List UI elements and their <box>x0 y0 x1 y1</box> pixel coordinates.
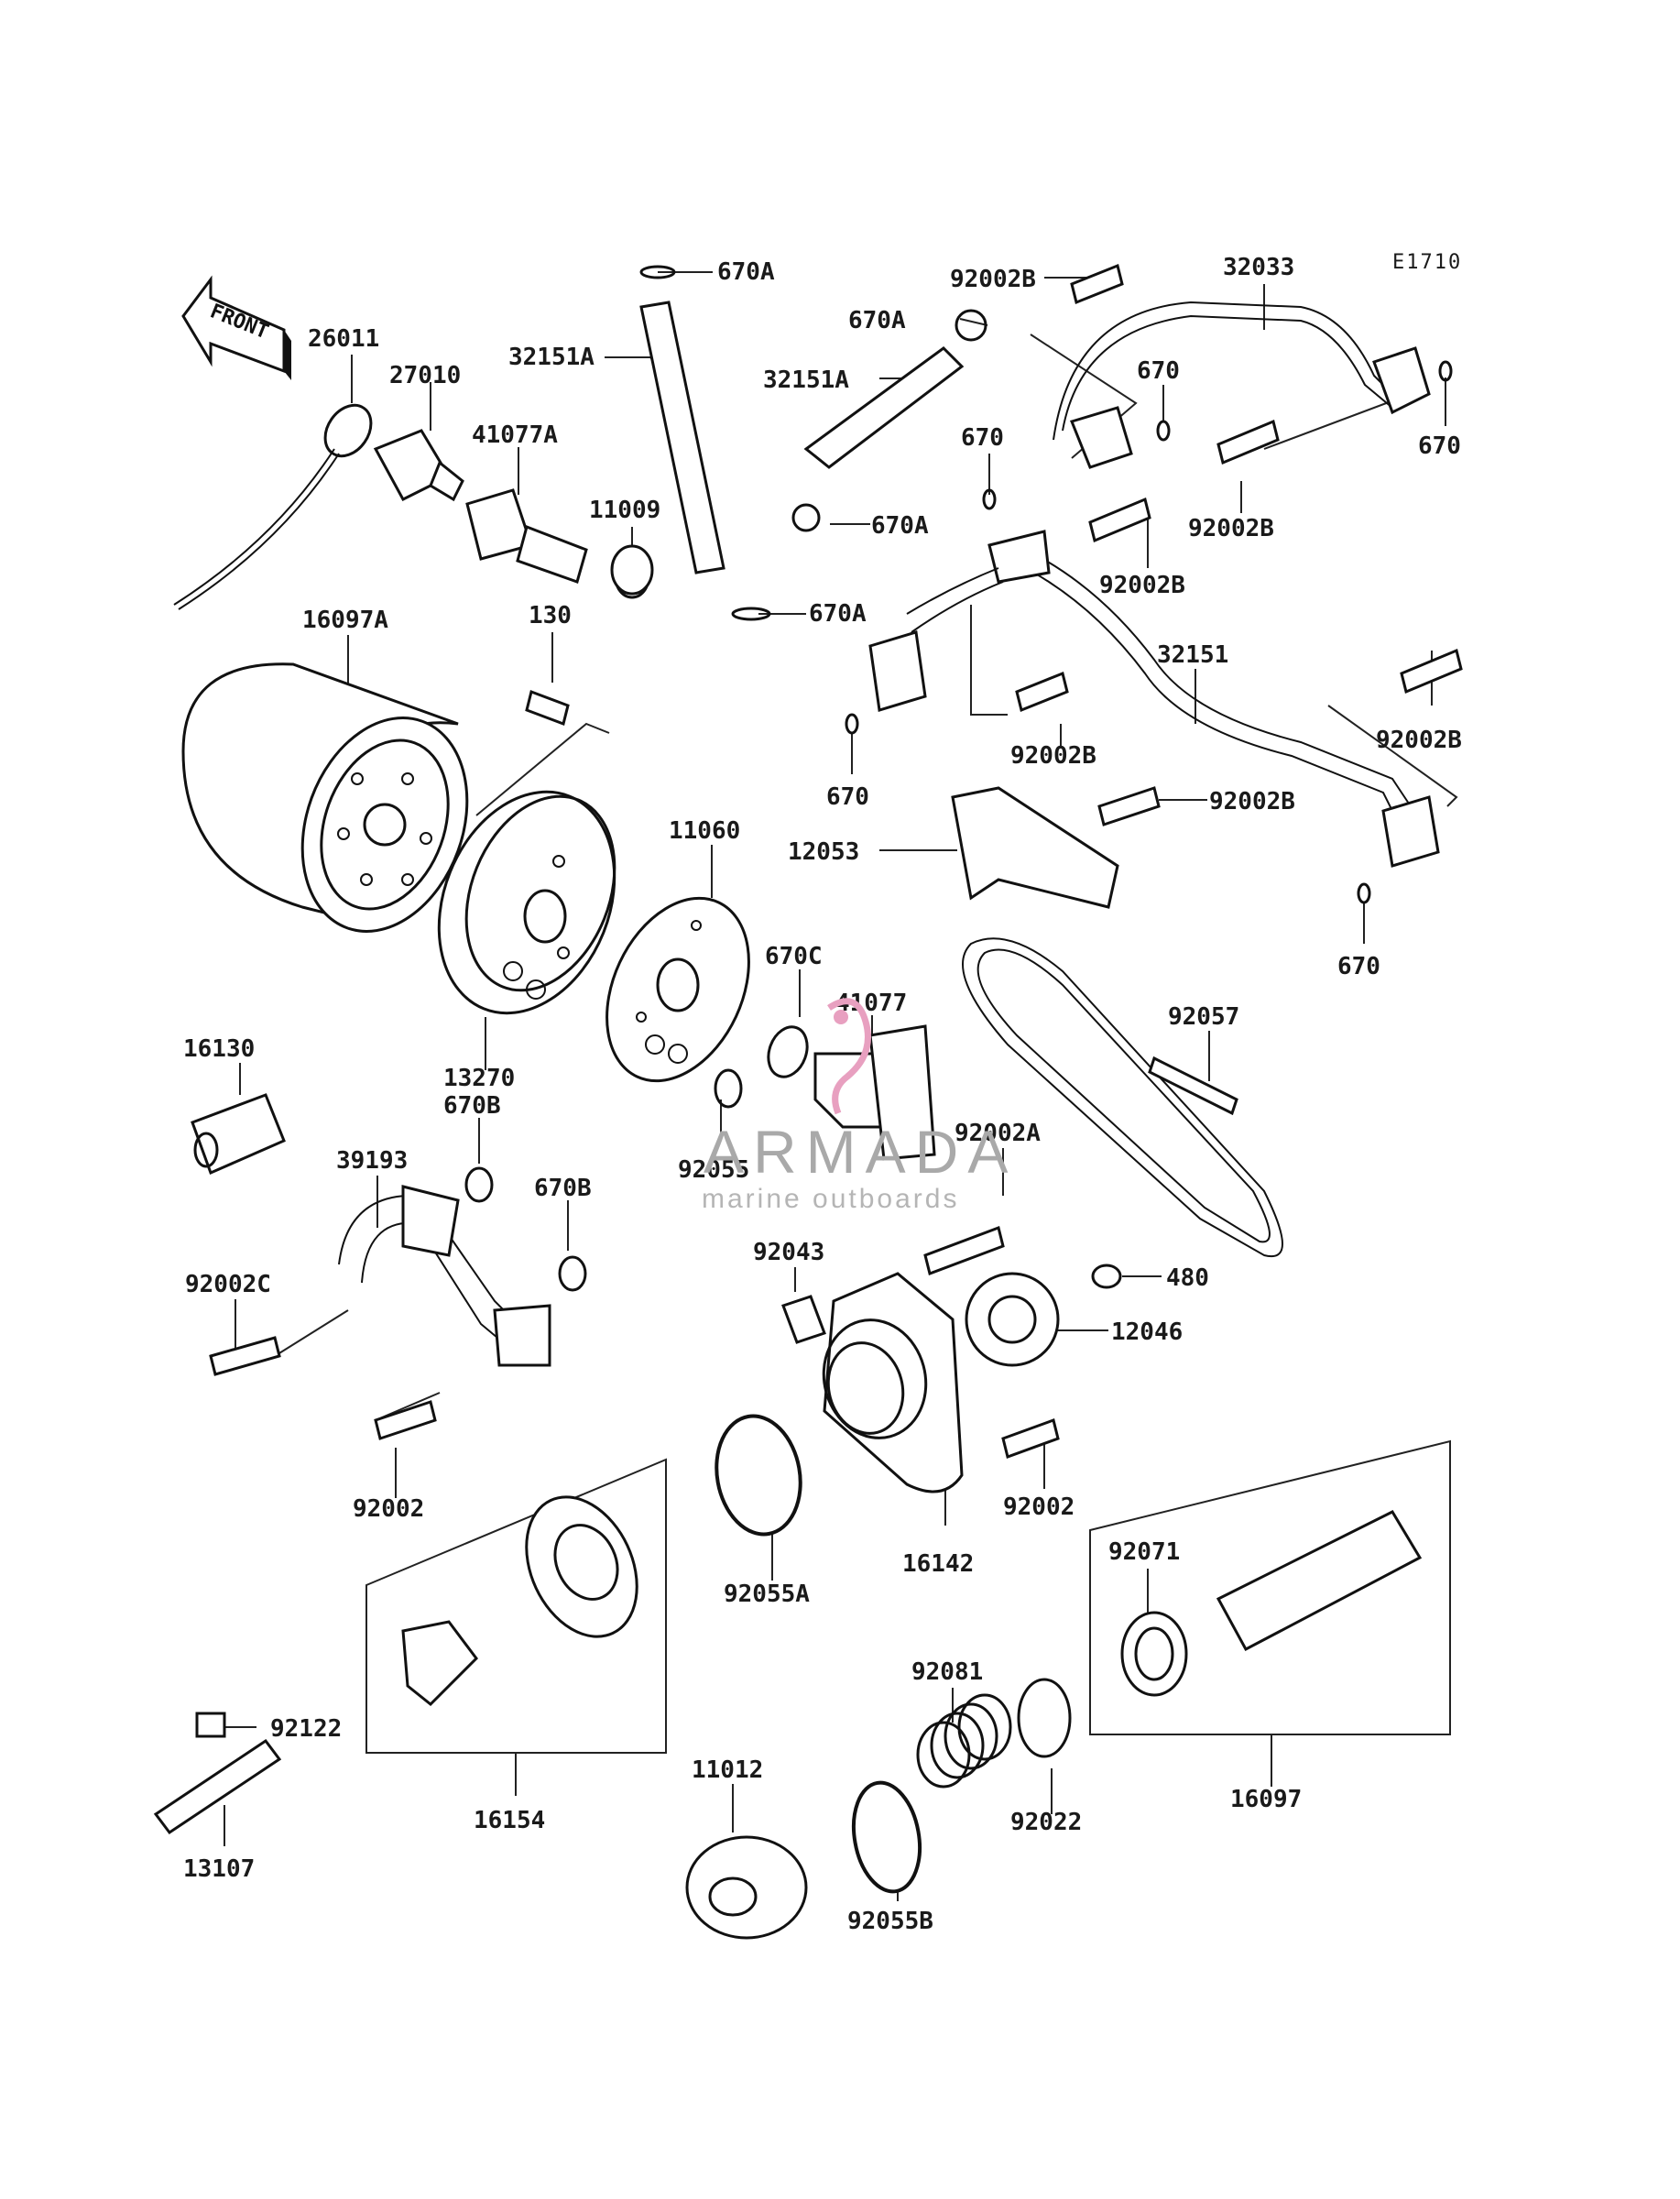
part-label: 39193 <box>336 1147 408 1175</box>
part-label: 11012 <box>692 1756 763 1784</box>
part-label: 32151A <box>508 344 595 371</box>
part-label: 11009 <box>589 497 660 524</box>
part-label: 13107 <box>183 1855 255 1883</box>
part-label: 92081 <box>911 1658 983 1686</box>
part-label: 670 <box>1137 357 1180 385</box>
part-label: 92002B <box>1010 742 1096 770</box>
plate-icon <box>437 790 616 1015</box>
pressure-switch-icon <box>173 403 464 610</box>
part-label: 130 <box>529 602 572 629</box>
part-label: 92055B <box>847 1908 933 1935</box>
part-label: 670B <box>443 1092 501 1120</box>
oil-screen-icon <box>1120 1510 1423 1697</box>
part-label: 41077A <box>472 421 558 449</box>
part-label: 670A <box>871 512 929 540</box>
part-label: 16142 <box>902 1550 974 1578</box>
part-label: 92002B <box>1188 515 1274 542</box>
part-label: 11060 <box>669 817 740 845</box>
part-label: 480 <box>1166 1264 1209 1292</box>
socket-tool-icon <box>401 1495 638 1707</box>
chain-icon <box>962 937 1283 1258</box>
part-label: 670B <box>534 1175 592 1202</box>
oil-filter-icon <box>181 662 469 933</box>
part-label: 670A <box>848 307 906 334</box>
pump-body-icon <box>822 1272 964 1493</box>
bolt-icons <box>209 263 1463 1459</box>
part-label: 12046 <box>1111 1318 1183 1346</box>
part-label: 92057 <box>1168 1003 1239 1031</box>
part-label: 92002 <box>1003 1493 1075 1521</box>
part-label: 16130 <box>183 1035 255 1063</box>
oil-pipe-long-icon <box>868 530 1440 868</box>
part-label: 27010 <box>389 362 461 389</box>
seahorse-logo-icon <box>827 998 871 1115</box>
part-drawings <box>153 263 1463 1940</box>
o-ring-icons <box>464 360 1453 1894</box>
dowel-pin-icon <box>781 1295 826 1344</box>
part-label: 26011 <box>308 325 379 353</box>
part-label: 92002B <box>1099 572 1185 599</box>
part-label: 670A <box>717 258 775 286</box>
part-label: 16097A <box>302 607 388 634</box>
part-label: 92002B <box>1209 788 1295 815</box>
nipple-icon <box>191 1093 286 1176</box>
sprocket-icon <box>965 1272 1060 1367</box>
part-label: 670 <box>826 783 869 811</box>
part-label: 670C <box>765 943 823 970</box>
part-label: 670 <box>1337 953 1380 980</box>
part-label: 32151A <box>763 366 849 394</box>
bracket-icon <box>951 786 1119 909</box>
front-arrow-icon: FRONT <box>181 275 291 380</box>
part-label: 13270 <box>443 1065 515 1092</box>
pipe-bend-icon <box>338 1185 551 1367</box>
part-label: 92043 <box>753 1239 824 1266</box>
part-label: 92055A <box>724 1581 810 1608</box>
part-label: 670A <box>809 600 867 628</box>
part-label: 92002B <box>950 266 1036 293</box>
part-label: 92055 <box>678 1156 749 1184</box>
part-label: 92071 <box>1108 1538 1180 1566</box>
part-label: 16154 <box>474 1807 545 1834</box>
part-label: 670 <box>1418 432 1461 460</box>
part-label: 92022 <box>1010 1809 1082 1836</box>
part-label: 670 <box>961 424 1004 452</box>
seat-washer-icon <box>1017 1678 1072 1758</box>
part-label: 92002B <box>1376 727 1462 754</box>
part-label: 92122 <box>270 1715 342 1743</box>
part-label: 16097 <box>1230 1786 1302 1813</box>
drain-plug-icon <box>685 1835 808 1940</box>
oil-pipe-icon <box>1053 301 1431 469</box>
part-label: 12053 <box>788 838 859 866</box>
watermark-tagline: marine outboards <box>702 1184 959 1214</box>
spring-icon <box>916 1693 1012 1789</box>
watermark-brand: ARMADA <box>704 1118 1017 1186</box>
diagram-code: E1710 <box>1392 251 1462 274</box>
part-label: 92002C <box>185 1271 271 1298</box>
part-label: 32033 <box>1223 254 1294 281</box>
part-label: 32151 <box>1157 641 1228 669</box>
part-label: 92002 <box>353 1495 424 1523</box>
part-label: 92002A <box>955 1120 1041 1147</box>
gasket-plate-icon <box>605 896 750 1083</box>
washer-icon <box>610 544 654 596</box>
pipe-icon <box>639 265 987 621</box>
watermark: ARMADA marine outboards <box>702 998 1017 1214</box>
part-labels: 670A 92002B 32033 670A 26011 27010 32151… <box>183 254 1462 1935</box>
shaft-icon <box>153 1712 282 1835</box>
